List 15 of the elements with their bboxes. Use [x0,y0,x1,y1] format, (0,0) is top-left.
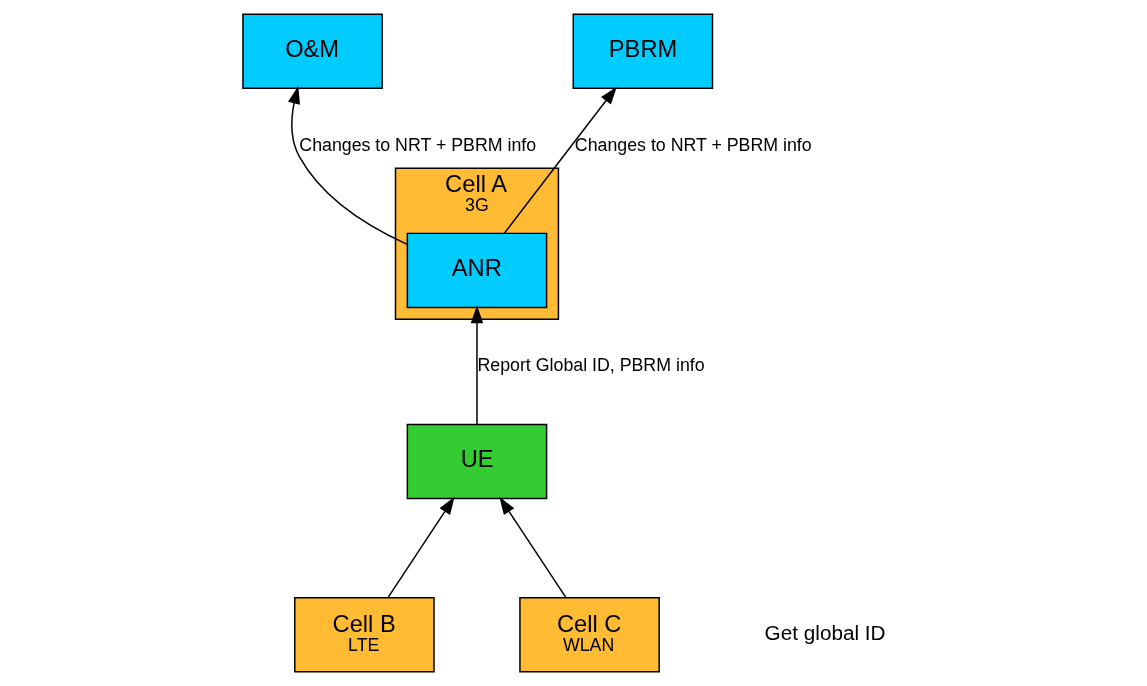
node-box: Cell C WLAN [518,597,660,673]
label: Get global ID [764,621,886,645]
edge-label: Changes to NRT + PBRM info [574,135,812,156]
node-box: O&M [241,13,383,89]
arrow [498,496,567,599]
arrow [470,305,483,425]
edge-label: Report Global ID, PBRM info [476,354,705,375]
arrow [503,86,617,234]
arrow [386,496,455,599]
node-box: UE [406,423,547,500]
edge-label: Changes to NRT + PBRM info [298,135,536,156]
arrow [287,86,408,246]
node-box: PBRM [572,13,713,89]
node-box: Cell B LTE [293,597,435,673]
node-box: ANR [406,232,547,309]
